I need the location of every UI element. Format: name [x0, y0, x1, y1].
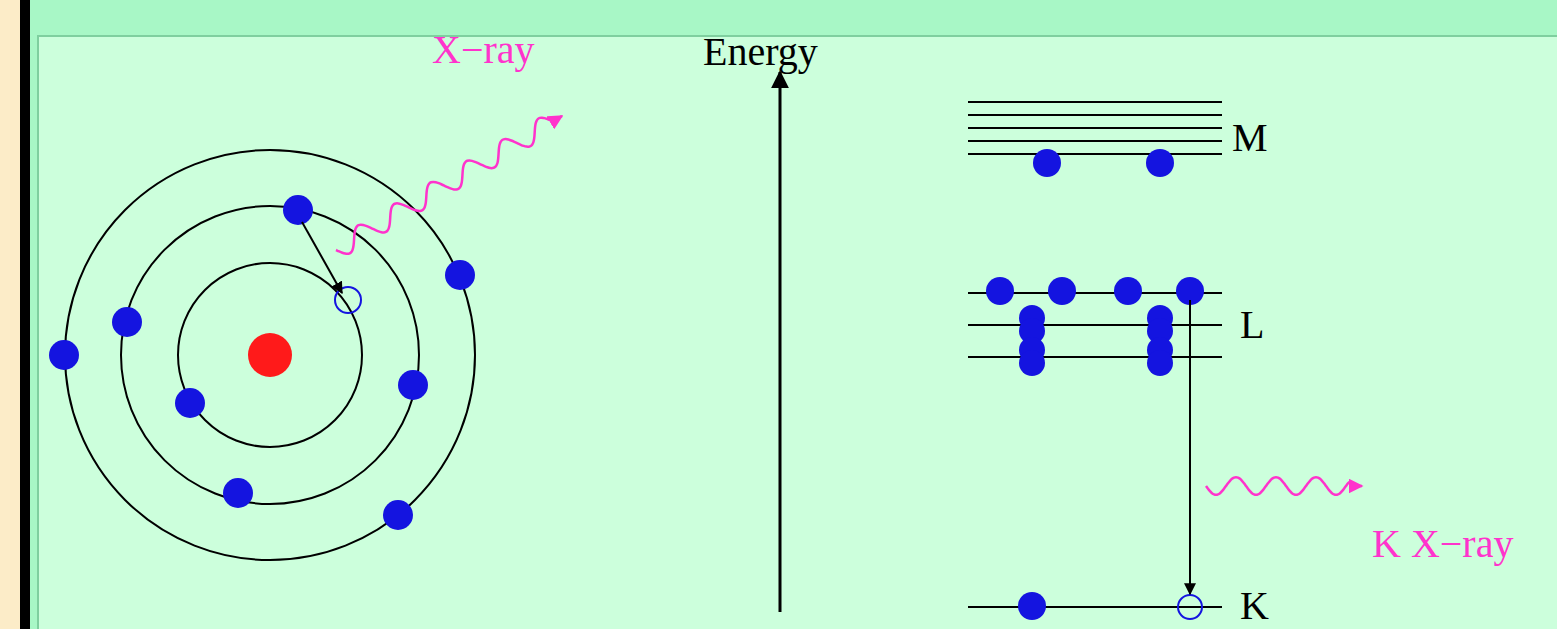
axis-label: Energy: [703, 32, 818, 72]
electron: [112, 307, 142, 337]
xray-label: K X−ray: [1372, 524, 1513, 564]
electron: [1018, 592, 1046, 620]
xray-wave: [1206, 477, 1362, 495]
middle-orbit: [121, 206, 419, 504]
nucleus: [248, 333, 292, 377]
atom-electrons: [49, 195, 475, 530]
electron: [1114, 277, 1142, 305]
level-electrons: [986, 149, 1204, 620]
electron: [1146, 149, 1174, 177]
outer-orbit: [65, 150, 475, 560]
electron: [223, 478, 253, 508]
level-line: [968, 140, 1222, 142]
m-levels: [968, 102, 1222, 154]
electron: [1048, 277, 1076, 305]
photon-waves: [336, 116, 1362, 495]
electron: [398, 370, 428, 400]
vacancy: [335, 287, 361, 313]
electron: [283, 195, 313, 225]
transition-arrow: [1189, 300, 1191, 594]
atom: [65, 150, 475, 560]
electron: [175, 388, 205, 418]
side-strip: [0, 0, 20, 629]
electron: [49, 340, 79, 370]
level-line: [968, 127, 1222, 129]
side-bar: [20, 0, 30, 629]
shell-label: K: [1240, 586, 1269, 626]
shell-label: L: [1240, 305, 1264, 345]
vacancy: [1178, 595, 1202, 619]
level-line: [968, 153, 1222, 155]
electron: [1033, 149, 1061, 177]
xray-label: X−ray: [432, 30, 535, 70]
level-line: [968, 114, 1222, 116]
electron: [1019, 350, 1045, 376]
panel: [38, 36, 1557, 629]
shell-label: M: [1232, 118, 1268, 158]
inner-orbit: [178, 263, 362, 447]
electron: [986, 277, 1014, 305]
electron: [445, 260, 475, 290]
energy-axis: [779, 72, 782, 612]
electron: [383, 500, 413, 530]
xray-wave: [336, 116, 562, 254]
k-level: [968, 606, 1222, 608]
level-line: [968, 101, 1222, 103]
electron: [1147, 350, 1173, 376]
level-line: [968, 324, 1222, 326]
level-line: [968, 356, 1222, 358]
transition-arrow: [302, 222, 342, 293]
